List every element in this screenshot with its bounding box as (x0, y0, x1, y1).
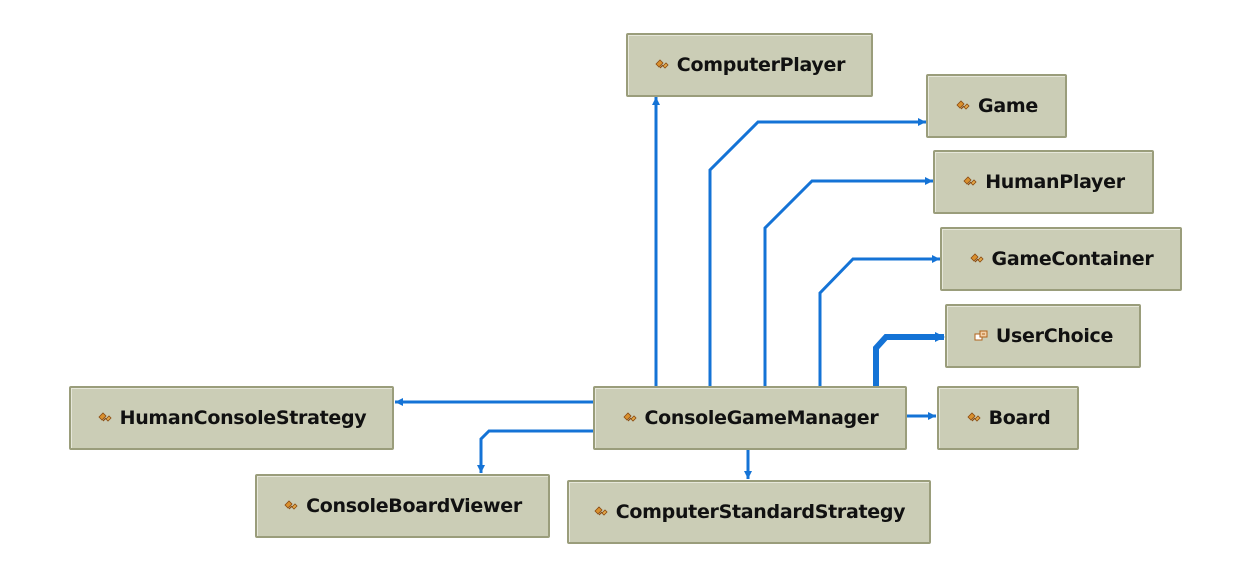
class-icon (969, 253, 984, 263)
class-icon (655, 59, 669, 69)
node-human-console-strategy[interactable]: HumanConsoleStrategy (69, 386, 394, 450)
node-label-game-container: GameContainer (991, 248, 1154, 270)
node-label-game: Game (978, 95, 1038, 117)
edge-to-console-board-viewer (477, 429, 593, 473)
node-label-board: Board (988, 407, 1051, 429)
node-console-game-manager[interactable]: ConsoleGameManager (593, 386, 907, 450)
class-icon (98, 412, 112, 422)
node-human-player[interactable]: HumanPlayer (933, 150, 1154, 214)
node-label-user-choice: UserChoice (995, 325, 1114, 347)
enum-icon (974, 330, 988, 341)
node-label-human-player: HumanPlayer (985, 171, 1125, 193)
node-label-console-board-viewer: ConsoleBoardViewer (306, 495, 522, 517)
class-icon (956, 100, 970, 110)
node-user-choice[interactable]: UserChoice (945, 304, 1141, 368)
edge-to-user-choice (873, 332, 945, 386)
node-console-board-viewer[interactable]: ConsoleBoardViewer (255, 474, 550, 538)
node-label-human-console-strategy: HumanConsoleStrategy (119, 407, 367, 429)
edge-to-human-player (763, 177, 933, 386)
class-icon (284, 500, 298, 510)
node-label-console-game-manager: ConsoleGameManager (644, 407, 879, 429)
node-game[interactable]: Game (926, 74, 1067, 138)
node-computer-player[interactable]: ComputerPlayer (626, 33, 873, 97)
node-game-container[interactable]: GameContainer (940, 227, 1182, 291)
class-icon (963, 176, 977, 186)
edge-to-game (708, 118, 926, 386)
node-label-computer-standard-strategy: ComputerStandardStrategy (615, 501, 906, 523)
node-label-computer-player: ComputerPlayer (676, 54, 846, 76)
class-icon (622, 412, 637, 422)
class-icon (594, 506, 608, 516)
node-board[interactable]: Board (937, 386, 1079, 450)
node-computer-standard-strategy[interactable]: ComputerStandardStrategy (567, 480, 931, 544)
edge-to-game-container (818, 255, 940, 386)
class-icon (967, 412, 981, 422)
